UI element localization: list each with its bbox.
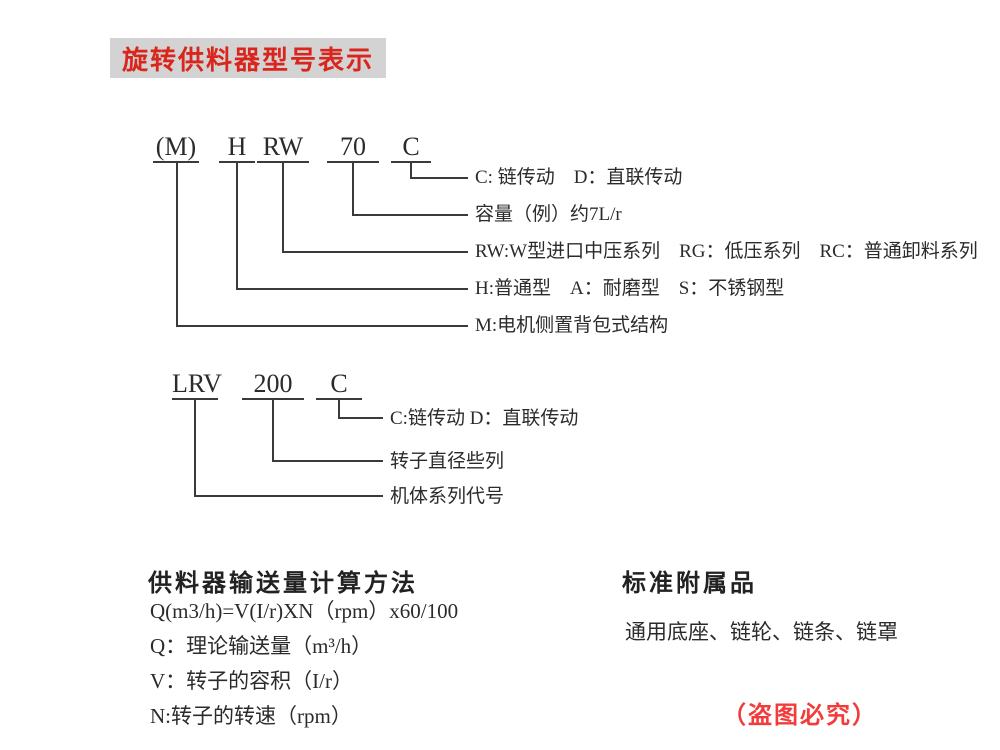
- code-lrv: LRV: [172, 369, 222, 400]
- accessories-heading: 标准附属品: [622, 570, 757, 597]
- code-c: C: [391, 133, 431, 163]
- label-material-type: H:普通型 A：耐磨型 S：不锈钢型: [475, 278, 785, 299]
- calc-v-definition: V：转子的容积（I/r）: [150, 669, 353, 693]
- code-c2: C: [316, 370, 362, 400]
- connector-70-vertical: [352, 163, 354, 216]
- connector-h-vertical: [236, 163, 238, 290]
- connector-m-horizontal: [176, 325, 468, 327]
- code-m: (M): [153, 133, 199, 163]
- accessories-text: 通用底座、链轮、链条、链罩: [625, 620, 898, 644]
- connector-c-vertical: [410, 163, 412, 179]
- code-h: H: [219, 133, 255, 163]
- connector-lrv-vertical: [194, 400, 196, 497]
- connector-rw-vertical: [282, 163, 284, 253]
- code-200: 200: [242, 370, 304, 400]
- connector-c2-horizontal: [338, 417, 383, 419]
- label-capacity: 容量（例）约7L/r: [475, 204, 622, 225]
- connector-lrv-horizontal: [194, 495, 383, 497]
- calc-heading: 供料器输送量计算方法: [148, 570, 418, 597]
- connector-200-vertical: [272, 400, 274, 462]
- page-title: 旋转供料器型号表示: [121, 44, 374, 75]
- connector-200-horizontal: [272, 460, 383, 462]
- watermark-text: （盗图必究）: [722, 703, 878, 729]
- connector-rw-horizontal: [282, 251, 468, 253]
- label-drive-type: C: 链传动 D：直联传动: [475, 167, 683, 188]
- label-body-series: 机体系列代号: [390, 486, 505, 507]
- connector-70-horizontal: [352, 214, 468, 216]
- connector-m-vertical: [176, 163, 178, 327]
- label-drive-type-2: C:链传动 D：直联传动: [390, 408, 579, 429]
- label-structure: M:电机侧置背包式结构: [475, 315, 669, 336]
- label-series: RW:W型进口中压系列 RG：低压系列 RC：普通卸料系列: [475, 241, 978, 262]
- label-rotor-diameter: 转子直径些列: [390, 451, 505, 472]
- page-title-badge: 旋转供料器型号表示: [110, 38, 386, 78]
- connector-c-horizontal: [410, 177, 468, 179]
- calc-q-definition: Q：理论输送量（m³/h）: [150, 634, 373, 658]
- code-rw: RW: [257, 133, 309, 163]
- calc-formula: Q(m3/h)=V(I/r)XN（rpm）x60/100: [150, 599, 459, 623]
- calc-n-definition: N:转子的转速（rpm）: [150, 704, 352, 728]
- connector-h-horizontal: [236, 288, 468, 290]
- connector-c2-vertical: [338, 400, 340, 419]
- code-70: 70: [327, 133, 379, 163]
